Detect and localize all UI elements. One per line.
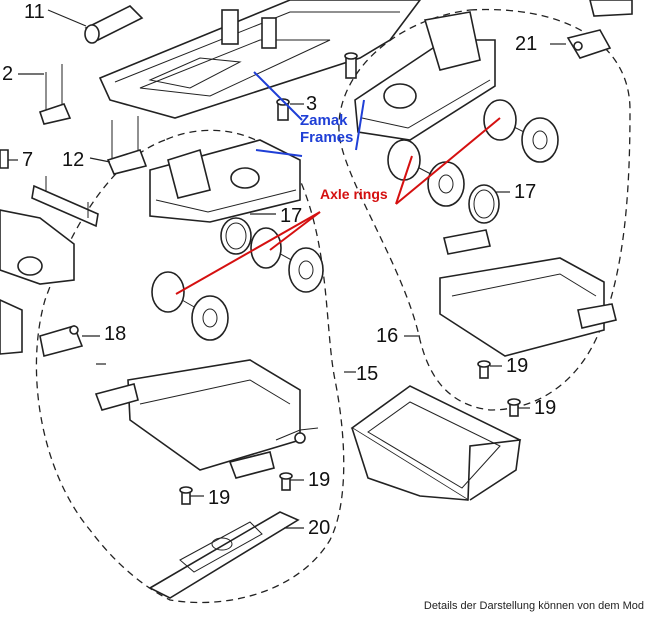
label-19-c: 19 [208, 487, 231, 509]
group-outline-16 [338, 8, 631, 411]
wheelset-left-upper [250, 227, 324, 293]
wheelset-right-upper [483, 99, 559, 163]
label-12: 12 [62, 149, 85, 171]
left-truck-base [94, 359, 319, 479]
wheelset-left-lower [151, 271, 229, 341]
left-side-parts [0, 176, 99, 355]
label-19-b: 19 [534, 397, 557, 419]
axle-line-4 [395, 117, 501, 205]
frames-line-3 [255, 149, 303, 157]
axle-ring-left-inner [225, 222, 247, 250]
label-19-a: 19 [506, 355, 529, 377]
label-2: 2 [2, 63, 14, 85]
label-11: 11 [24, 1, 45, 23]
part-12-contact [89, 116, 148, 175]
label-16: 16 [376, 325, 399, 347]
part-11-plunger [47, 5, 144, 44]
part-2-contact [18, 64, 72, 125]
label-7: 7 [22, 149, 34, 171]
axle-ring-right-inner [473, 189, 495, 219]
group-outline-15 [35, 129, 345, 604]
right-truck-frame [354, 11, 496, 141]
label-3: 3 [306, 93, 318, 115]
axle-rings-annotation: Axle rings [320, 186, 388, 202]
label-20: 20 [308, 517, 331, 539]
screws-19 [179, 360, 521, 505]
label-21: 21 [515, 33, 538, 55]
frames-line-1 [253, 71, 303, 121]
footnote-text: Details der Darstellung können von dem M… [423, 600, 644, 612]
label-18: 18 [104, 323, 127, 345]
label-17-left: 17 [280, 205, 303, 227]
label-17-right: 17 [514, 181, 537, 203]
left-truck-frame [149, 139, 301, 223]
frames-line-2 [355, 99, 365, 151]
frames-annotation: Zamak Frames [300, 112, 353, 147]
axle-line-3 [395, 155, 413, 205]
frames-annotation-line1: Zamak [300, 112, 348, 129]
part-20-plate [148, 511, 300, 599]
label-19-d: 19 [308, 469, 331, 491]
part-21-clip [566, 0, 633, 59]
chassis-frame [98, 0, 421, 119]
axle-line-2 [269, 211, 321, 251]
tray-box [350, 385, 522, 502]
axle-annotation-lines [175, 117, 501, 295]
frames-annotation-lines [253, 71, 365, 157]
wheelset-right-lower [387, 139, 465, 207]
label-15: 15 [356, 363, 379, 385]
number-leaders [96, 43, 566, 529]
part-7-clip [0, 149, 18, 169]
right-truck-base [439, 229, 617, 357]
part-18-clip [39, 325, 100, 357]
axle-line-1 [175, 211, 321, 295]
frames-annotation-line2: Frames [300, 129, 354, 147]
